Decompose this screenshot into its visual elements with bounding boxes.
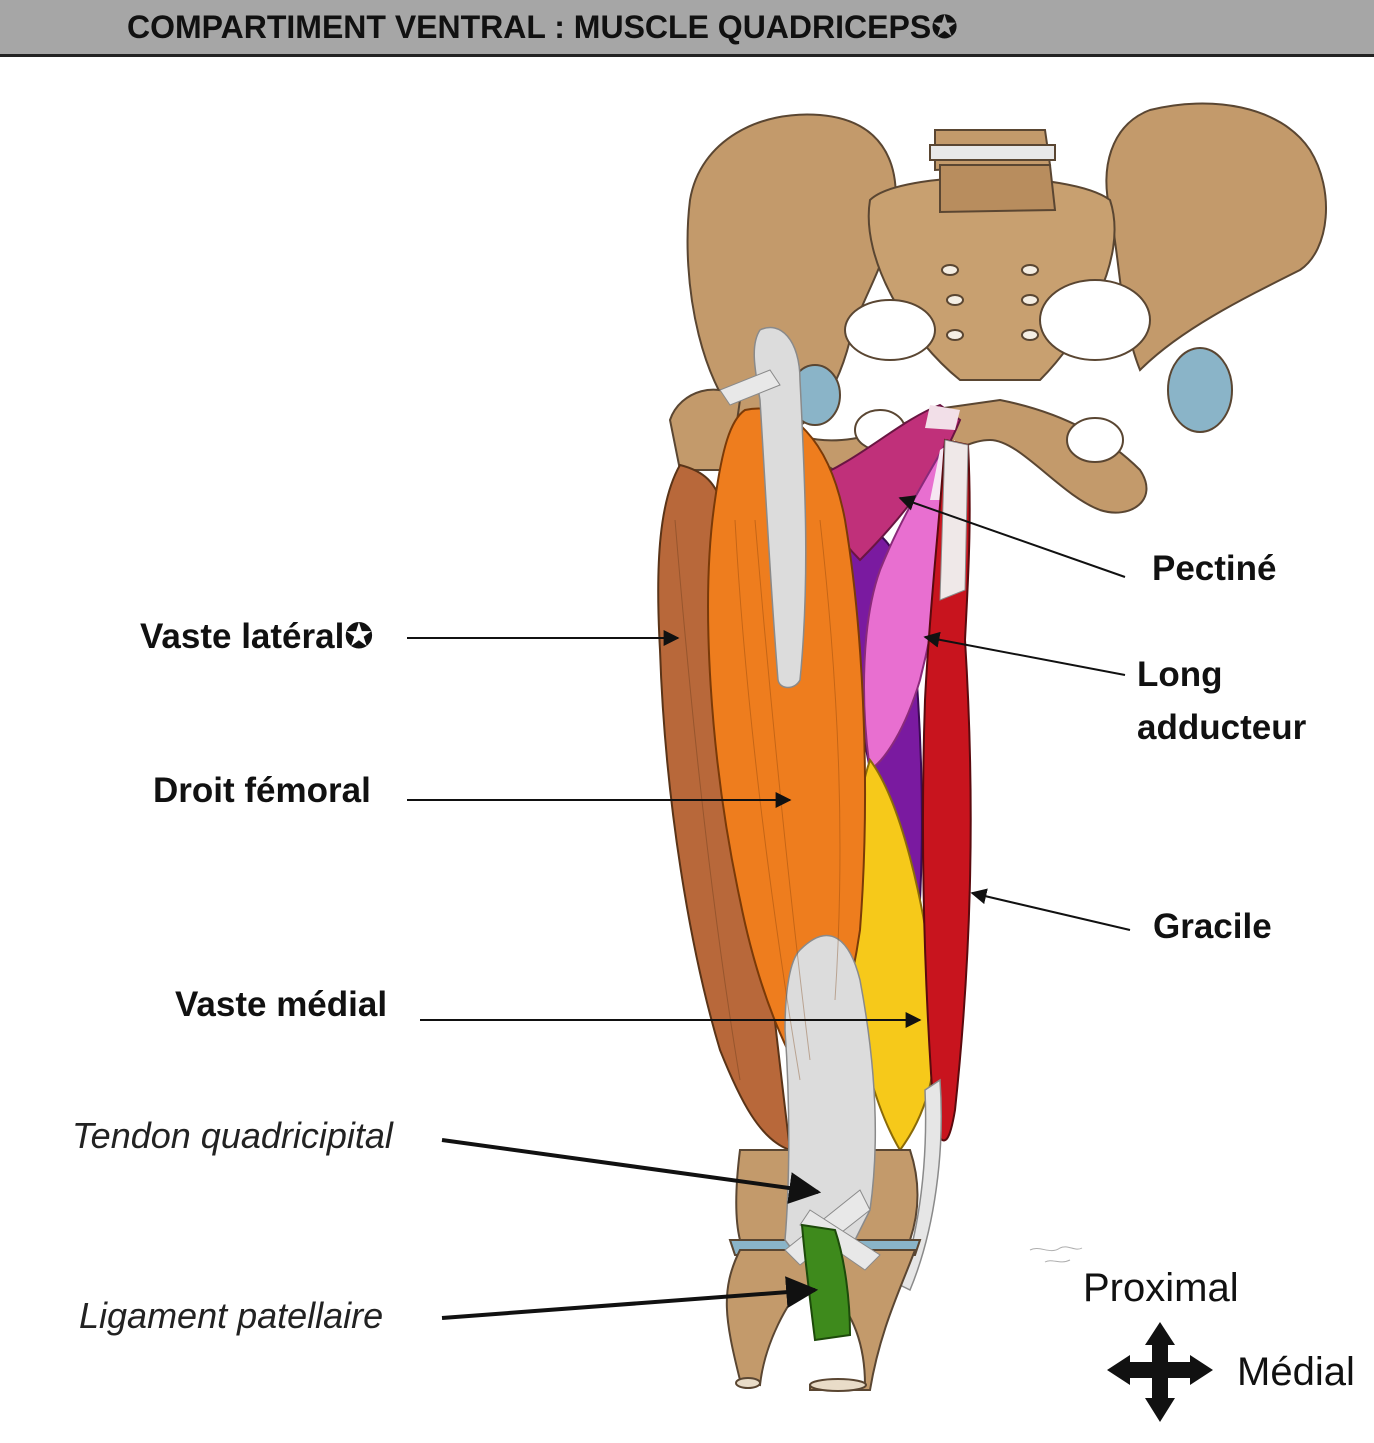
- label-tendon-quadricipital: Tendon quadricipital: [72, 1115, 393, 1156]
- illustrator-signature: [1029, 1246, 1083, 1263]
- leader-tendon-quadricipital: [441, 1138, 822, 1204]
- label-ligament-patellaire: Ligament patellaire: [79, 1295, 384, 1336]
- gracile-muscle: [922, 438, 972, 1142]
- leader-long-adducteur: [923, 631, 1126, 676]
- label-droit-femoral: Droit fémoral: [153, 771, 371, 810]
- title-bar: COMPARTIMENT VENTRAL : MUSCLE QUADRICEPS…: [0, 0, 1374, 57]
- pelvis: [686, 102, 1327, 514]
- label-vaste-lateral: Vaste latéral✪: [140, 617, 374, 656]
- label-pectine: Pectiné: [1152, 549, 1277, 588]
- label-long-adducteur-line2: adducteur: [1137, 708, 1307, 747]
- leader-gracile: [970, 888, 1131, 931]
- label-long-adducteur-line1: Long: [1137, 655, 1223, 694]
- leader-pectine: [898, 495, 1126, 578]
- label-medial: Médial: [1237, 1350, 1355, 1394]
- label-vaste-medial: Vaste médial: [175, 985, 388, 1024]
- label-gracile: Gracile: [1153, 907, 1272, 946]
- page-title: COMPARTIMENT VENTRAL : MUSCLE QUADRICEPS…: [127, 9, 958, 45]
- ligament-patellaire: [800, 1223, 852, 1342]
- orientation-cross-icon: [1107, 1322, 1213, 1422]
- label-proximal: Proximal: [1083, 1266, 1239, 1310]
- leader-ligament-patellaire: [441, 1276, 819, 1320]
